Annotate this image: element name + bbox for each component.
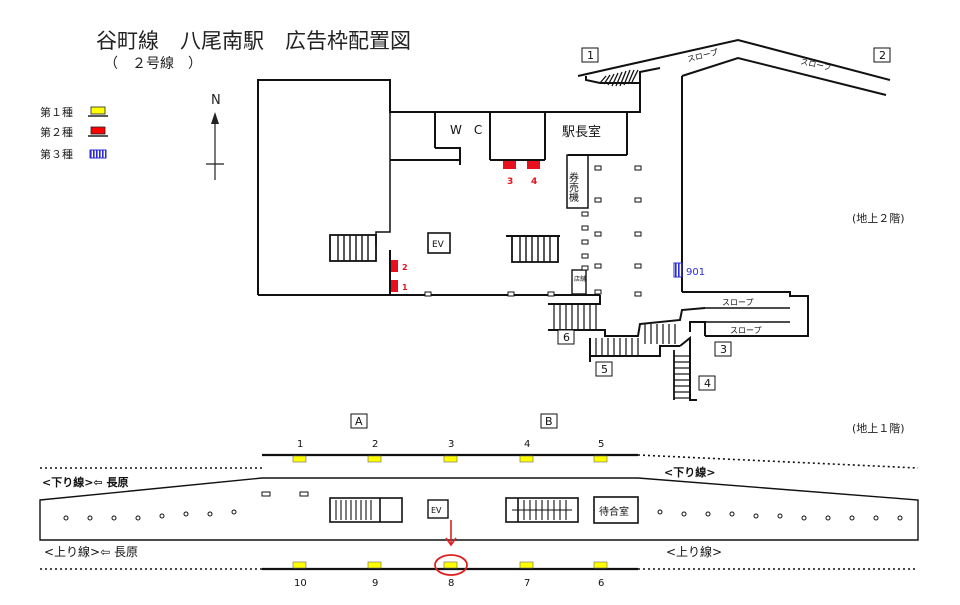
ad-slot-f2-3[interactable] (503, 161, 516, 169)
floor1-label: (地上１階) (852, 421, 905, 435)
floor1-ev-box (427, 499, 449, 519)
floor2-center-stairs (506, 235, 560, 263)
ad-number-bottom-9: 9 (372, 578, 378, 589)
ad-slot-top-3[interactable] (443, 455, 458, 463)
ad-number-f2-2: 2 (402, 263, 408, 272)
ticket-machine-label: 券売機 (567, 171, 579, 203)
ad-slot-bottom-6[interactable] (593, 561, 608, 569)
ad-slot-top-5[interactable] (593, 455, 608, 463)
store-label: 店舗 (574, 275, 586, 283)
exit-label-6: 6 (563, 331, 570, 344)
down-line-left-label: <下り線>⇦ 長原 (42, 475, 128, 489)
ad-number-bottom-10: 10 (294, 578, 307, 589)
ad-slot-bottom-9[interactable] (367, 561, 382, 569)
ad-number-top-3: 3 (448, 439, 454, 450)
ad-slot-bottom-10[interactable] (292, 561, 307, 569)
up-line-left-label: <上り線>⇦ 長原 (44, 544, 138, 559)
legend-label-type1: 第１種 (40, 105, 73, 119)
legend-label-type2: 第２種 (40, 125, 73, 139)
exit-label-3: 3 (720, 343, 727, 356)
track-lines (40, 453, 919, 571)
ad-number-f2-3: 3 (507, 177, 513, 187)
floor2-left-stairs (329, 234, 377, 262)
ad-slot-top-1[interactable] (292, 455, 307, 463)
waiting-room-label: 待合室 (599, 505, 629, 518)
legend-swatch-type2 (90, 126, 106, 135)
exit-label-4: 4 (704, 377, 711, 390)
floor2-lower-exits (548, 295, 706, 401)
highlight-marker (434, 520, 468, 576)
ad-number-bottom-7: 7 (524, 578, 530, 589)
ad-slot-f2-1[interactable] (391, 280, 398, 292)
area-label-b: B (545, 415, 553, 428)
ad-number-top-4: 4 (524, 439, 530, 450)
ad-number-top-5: 5 (598, 439, 604, 450)
ad-slot-top-2[interactable] (367, 455, 382, 463)
ad-slot-901[interactable] (673, 262, 683, 278)
store-box (571, 269, 587, 295)
floor2-label: (地上２階) (852, 211, 905, 225)
floor2-ev-box (427, 232, 451, 254)
ad-number-f2-4: 4 (531, 177, 537, 187)
exit-label-2: 2 (879, 49, 886, 62)
exit1-stairs (585, 69, 640, 87)
exit-label-1: 1 (587, 49, 594, 62)
ad-number-f2-1: 1 (402, 283, 408, 292)
compass-label: N (211, 93, 221, 108)
area-box-a (350, 413, 368, 429)
exit-label-5: 5 (601, 363, 608, 376)
down-line-right-label: <下り線> (664, 465, 715, 479)
floor1-ads-bottom: 10 9 8 7 6 (292, 561, 608, 589)
slope-label-3: スロープ (722, 298, 754, 307)
ad-slot-f2-4[interactable] (527, 161, 540, 169)
waiting-room-box (593, 496, 639, 524)
legend: 第１種 第２種 第３種 (40, 105, 108, 161)
floor2-lower-stairs (553, 305, 690, 400)
floor2-ev-label: EV (432, 240, 445, 250)
legend-swatch-type3 (89, 149, 107, 159)
ad-number-top-1: 1 (297, 439, 303, 450)
floor1-ev-label: EV (431, 506, 442, 515)
slope-label-2: スロープ (800, 57, 833, 72)
ad-slot-f2-2[interactable] (391, 260, 398, 272)
legend-swatch-type1 (90, 106, 106, 115)
up-line-right-label: <上り線> (666, 544, 722, 559)
ad-number-bottom-6: 6 (598, 578, 604, 589)
platform-stairs-right (505, 497, 579, 523)
area-label-a: A (355, 415, 363, 428)
ad-number-901: 901 (686, 267, 705, 278)
floor2-ads: 2 1 3 4 901 (391, 161, 705, 292)
ad-slot-bottom-8[interactable] (443, 561, 458, 569)
station-master-room-label: 駅長室 (562, 124, 601, 140)
floor2-pillars (424, 165, 642, 297)
area-box-b (540, 413, 558, 429)
legend-label-type3: 第３種 (40, 147, 73, 161)
floor2-slopes (577, 38, 891, 337)
north-arrow-icon: N (206, 93, 224, 180)
platform (39, 477, 919, 541)
floor1-ads-top: 1 2 3 4 5 (292, 439, 608, 463)
ad-slot-bottom-7[interactable] (519, 561, 534, 569)
slope-label-4: スロープ (730, 326, 762, 335)
platform-pillars (63, 491, 903, 521)
ad-slot-top-4[interactable] (519, 455, 534, 463)
highlight-circle (434, 554, 468, 576)
page-subtitle: （ ２号線 ） (104, 56, 202, 72)
ad-number-bottom-8: 8 (448, 578, 454, 589)
platform-stairs-left (329, 497, 403, 523)
ad-number-top-2: 2 (372, 439, 378, 450)
page-title: 谷町線 八尾南駅 広告枠配置図 (96, 29, 411, 53)
wc-label: W C (450, 123, 482, 137)
exit-markers: 1 2 3 4 5 6 (557, 47, 891, 391)
